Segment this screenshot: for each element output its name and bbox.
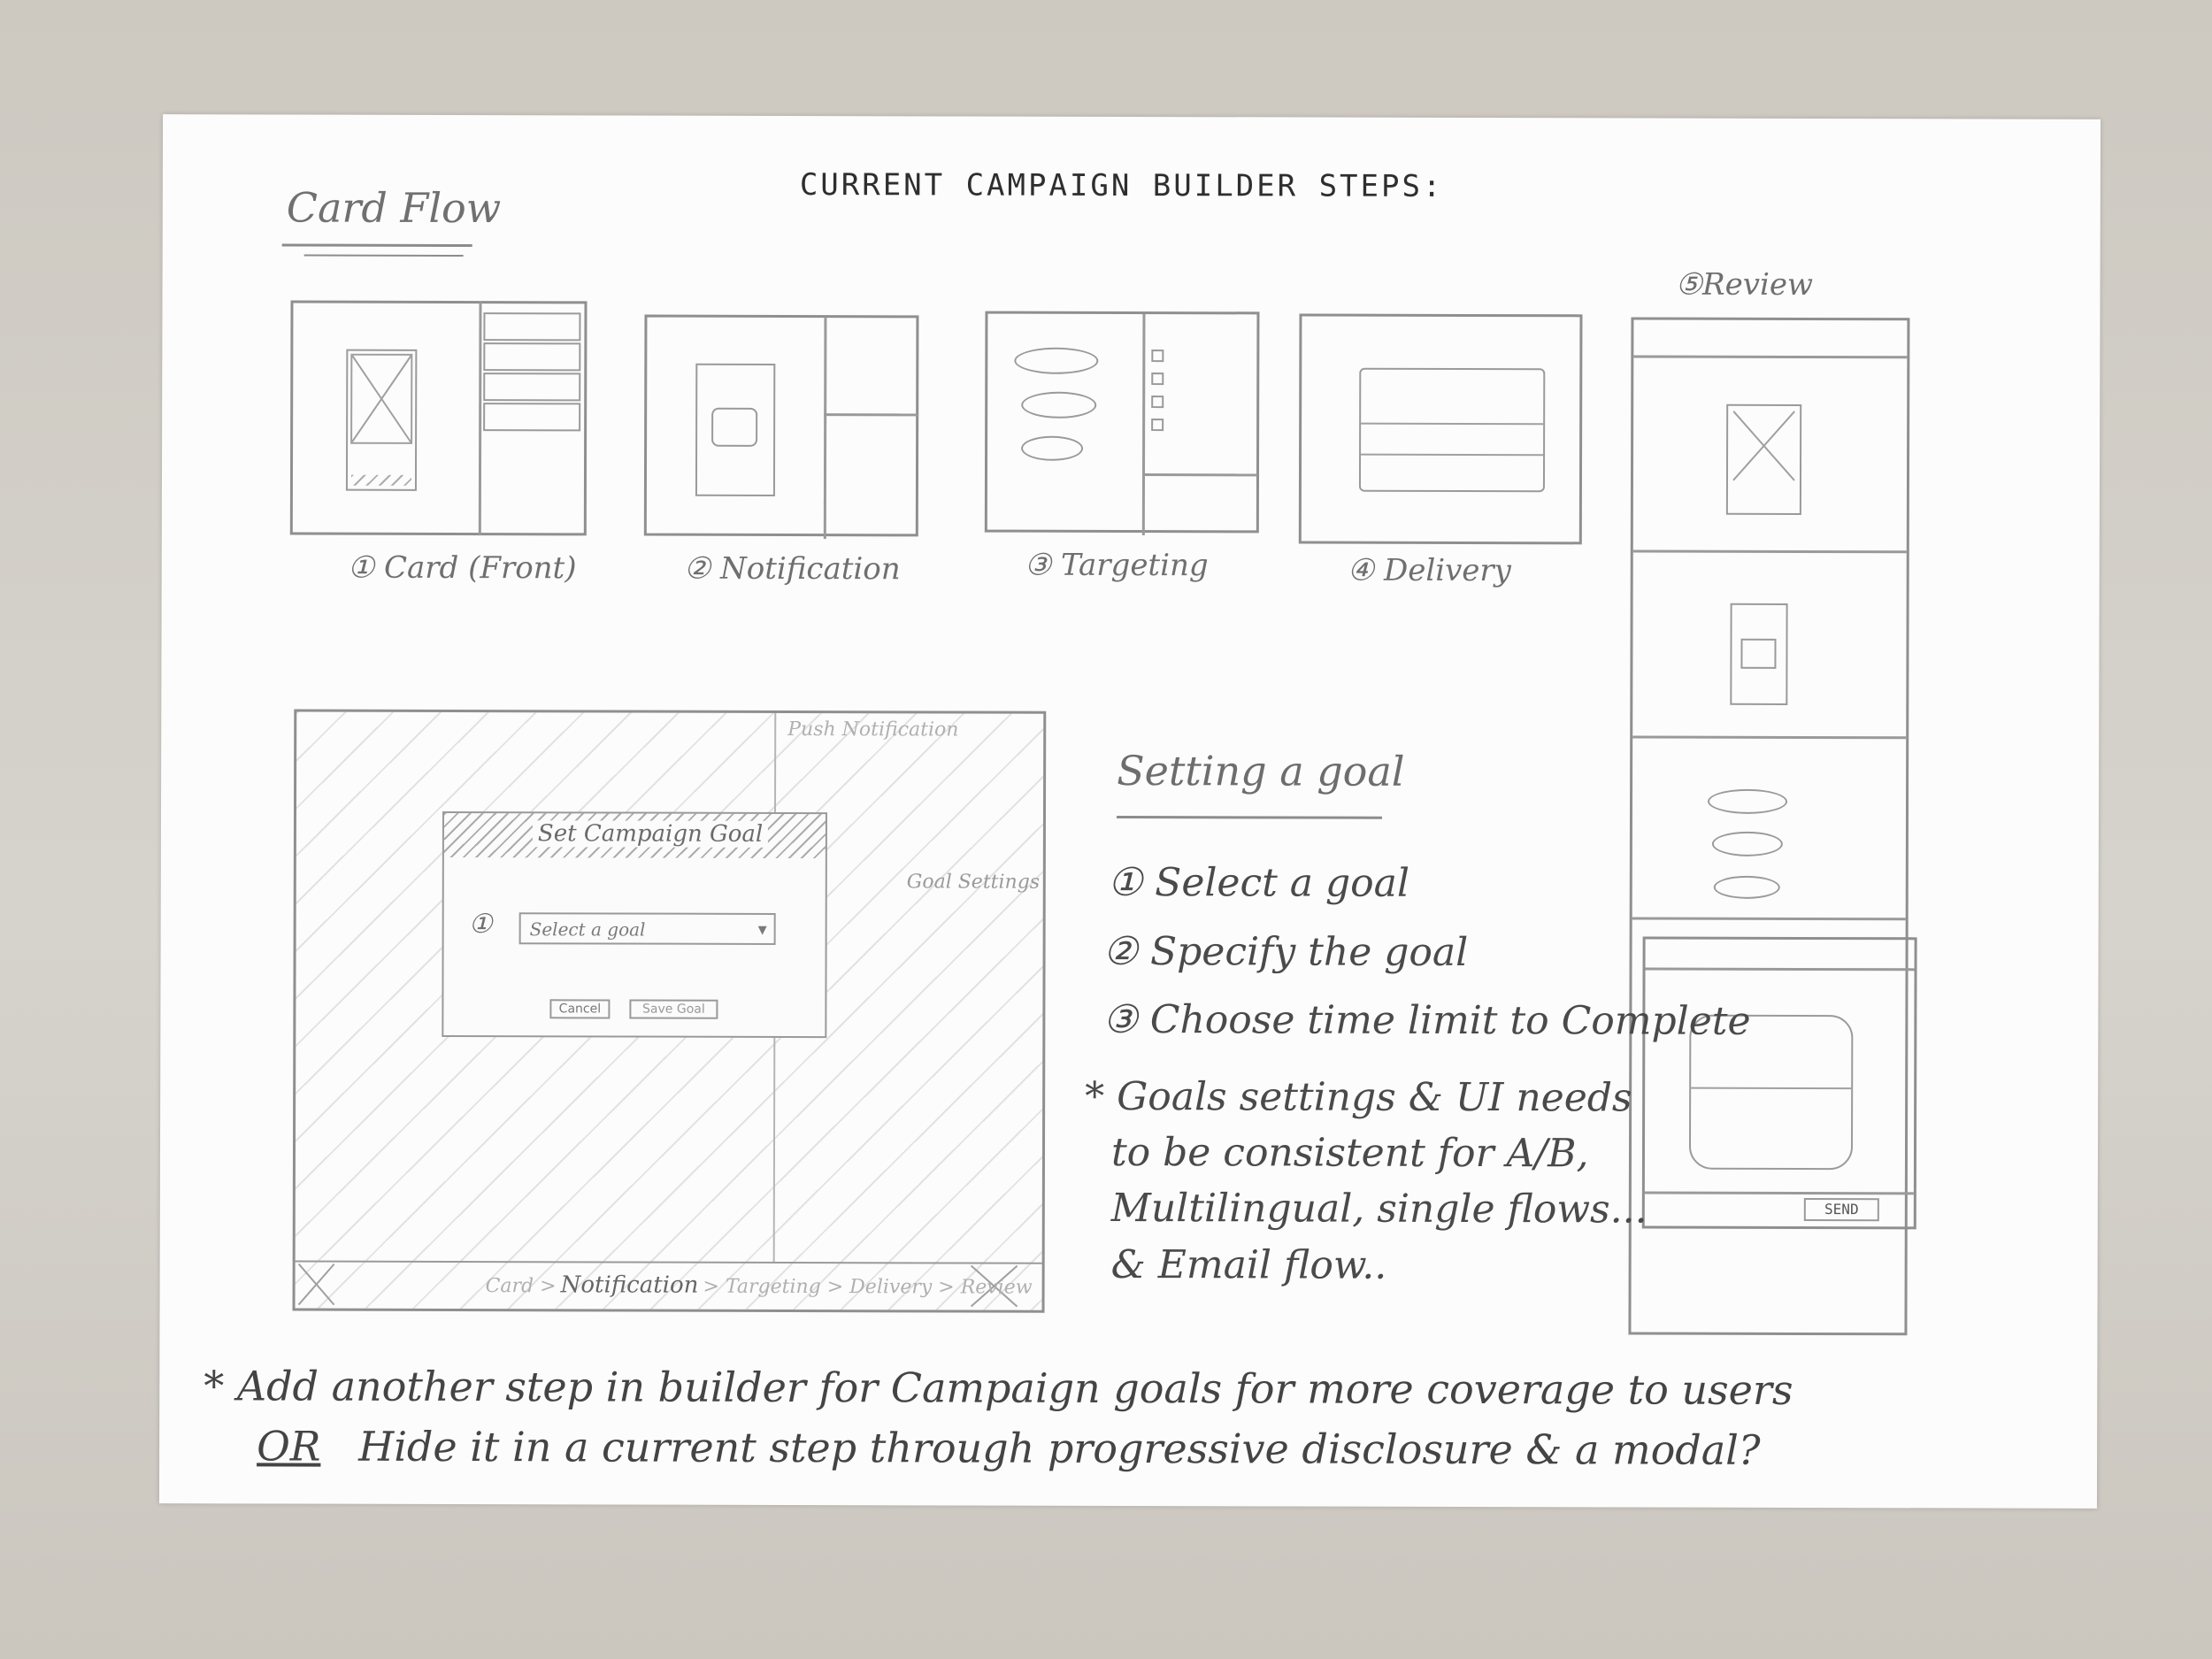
modal-title: Set Campaign Goal — [532, 820, 769, 848]
step-notification-frame — [643, 314, 919, 540]
notification-preview — [695, 363, 776, 496]
step-label-review: ⑤Review — [1675, 266, 1814, 303]
bottom-note-line-1: * Add another step in builder for Campai… — [204, 1362, 1793, 1414]
breadcrumb: Card > Notification > Targeting > Delive… — [486, 1271, 1033, 1300]
delivery-panel — [1358, 367, 1546, 493]
step-label-notification: ② Notification — [683, 550, 901, 588]
set-campaign-goal-modal: Set Campaign Goal ① Select a goal ▾ Canc… — [442, 810, 827, 1039]
step-card-front-frame — [289, 300, 588, 536]
page-heading: CURRENT CAMPAIGN BUILDER STEPS: — [799, 167, 1444, 204]
goal-step-2: ② Specify the goal — [1102, 928, 1469, 976]
select-goal-placeholder: Select a goal — [529, 918, 646, 941]
push-notification-label: Push Notification — [787, 718, 959, 741]
review-card-preview — [1725, 403, 1802, 515]
goal-note-line-3: Multilingual, single flows... — [1110, 1185, 1647, 1233]
breadcrumb-current[interactable]: Notification — [560, 1271, 699, 1299]
step-label-targeting: ③ Targeting — [1024, 547, 1209, 584]
cancel-button[interactable]: Cancel — [549, 999, 611, 1019]
goal-note-line-2: to be consistent for A/B, — [1110, 1129, 1589, 1177]
card-flow-underline — [281, 243, 472, 248]
step-label-delivery: ④ Delivery — [1347, 552, 1511, 589]
step-review-frame — [1628, 317, 1910, 1336]
bottom-note-line-2: Hide it in a current step through progre… — [358, 1422, 1761, 1474]
modal-sketch-frame: Push Notification Goal Settings Set Camp… — [292, 709, 1047, 1313]
review-delivery-section: SEND — [1641, 936, 1917, 1230]
save-goal-button[interactable]: Save Goal — [629, 999, 718, 1019]
chevron-down-icon: ▾ — [757, 918, 767, 940]
sketch-paper: CURRENT CAMPAIGN BUILDER STEPS: Card Flo… — [158, 114, 2101, 1509]
bottom-note-or: OR — [257, 1422, 321, 1471]
goal-note-line-1: * Goals settings & UI needs — [1085, 1073, 1632, 1121]
card-flow-title: Card Flow — [286, 183, 502, 233]
breadcrumb-suffix: > Targeting > Delivery > Review — [703, 1275, 1033, 1299]
send-button[interactable]: SEND — [1803, 1197, 1879, 1222]
goal-step-1: ① Select a goal — [1107, 859, 1410, 906]
step-label-card-front: ① Card (Front) — [347, 549, 577, 587]
modal-step-number: ① — [468, 909, 493, 941]
goal-note-line-4: & Email flow.. — [1110, 1241, 1387, 1288]
select-goal-dropdown[interactable]: Select a goal ▾ — [518, 912, 776, 945]
goal-settings-link[interactable]: Goal Settings — [906, 871, 1041, 894]
breadcrumb-prefix: Card > — [485, 1275, 557, 1298]
close-icon[interactable] — [296, 1261, 338, 1309]
card-flow-underline-2 — [303, 254, 464, 257]
goal-step-3: ③ Choose time limit to Complete — [1102, 996, 1751, 1044]
setting-goal-underline — [1116, 815, 1382, 819]
card-preview-image — [345, 349, 418, 491]
step-targeting-frame — [984, 311, 1260, 536]
review-notification-preview — [1730, 603, 1788, 705]
next-icon[interactable] — [968, 1263, 1021, 1310]
step-delivery-frame — [1298, 313, 1583, 545]
setting-goal-title: Setting a goal — [1117, 746, 1405, 795]
